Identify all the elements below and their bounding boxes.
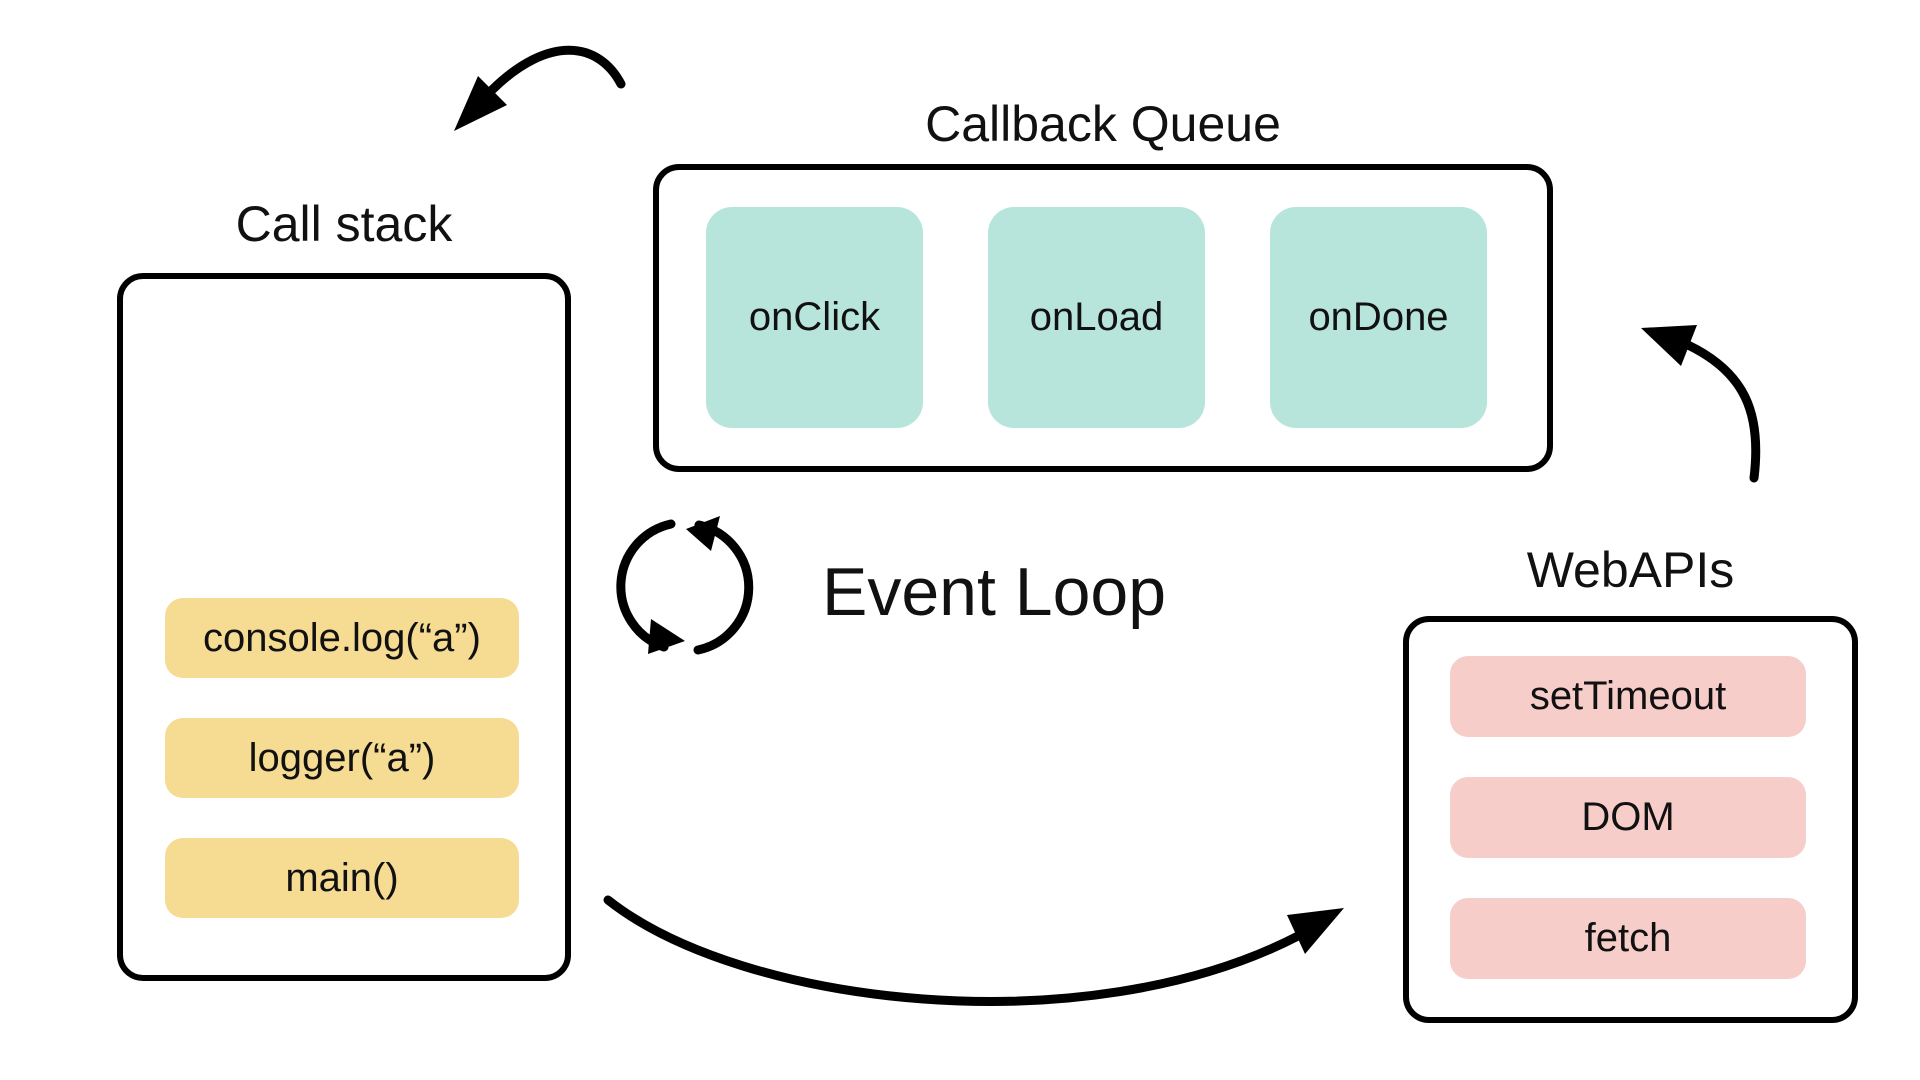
webapi-item: setTimeout (1450, 656, 1806, 737)
call-stack-title: Call stack (235, 196, 453, 252)
arrow-queue-to-stack-icon (454, 45, 626, 131)
stack-frame: main() (165, 838, 519, 918)
stack-frame: console.log(“a”) (165, 598, 519, 678)
stack-frame: logger(“a”) (165, 718, 519, 798)
queue-item: onDone (1270, 207, 1487, 428)
webapi-item: DOM (1450, 777, 1806, 858)
event-loop-label: Event Loop (822, 554, 1167, 630)
arrow-stack-to-webapis-icon (603, 895, 1344, 1006)
queue-item: onClick (706, 207, 923, 428)
webapis-title: WebAPIs (1526, 542, 1735, 598)
queue-item: onLoad (988, 207, 1205, 428)
event-loop-cycle-icon (616, 516, 754, 655)
arrow-webapis-to-queue-icon (1641, 325, 1761, 483)
webapi-item: fetch (1450, 898, 1806, 979)
callback-queue-title: Callback Queue (925, 96, 1281, 152)
